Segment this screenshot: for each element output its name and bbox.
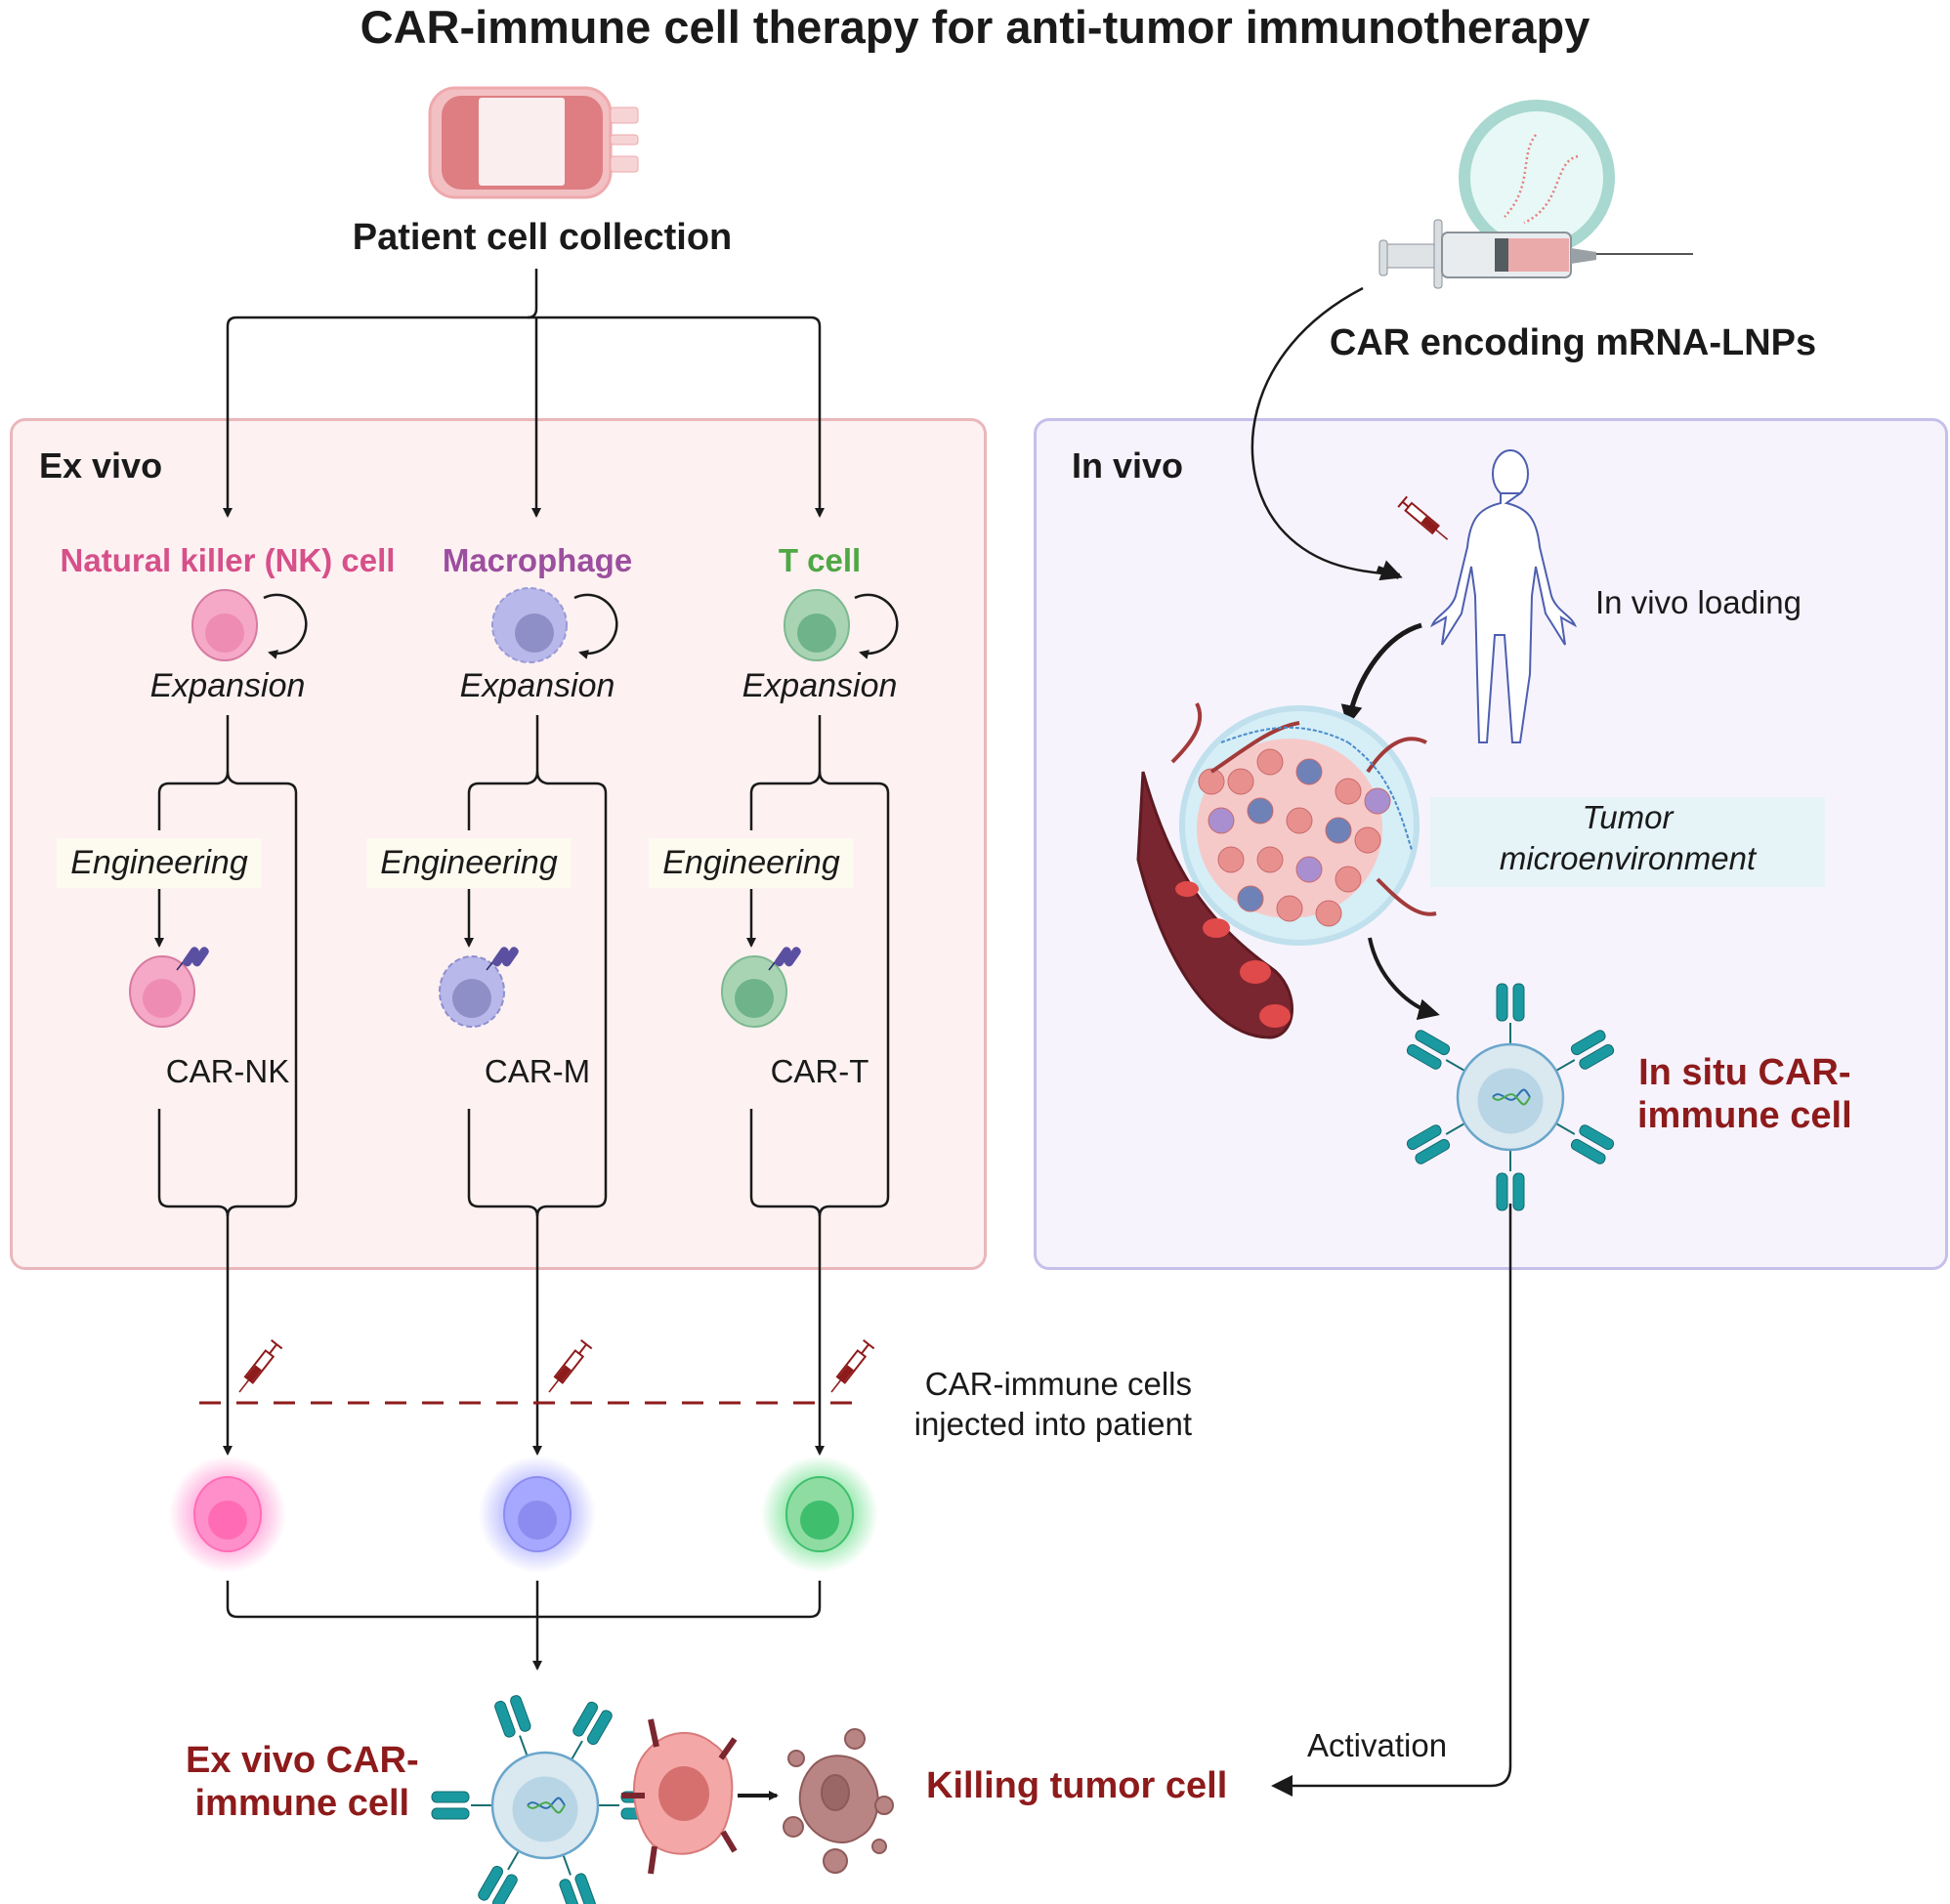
branch-horizontal: [236, 316, 825, 518]
car-label-2: CAR-T: [770, 1053, 869, 1089]
in-vivo-loading-label: In vivo loading: [1595, 584, 1802, 620]
engineering-label-0: Engineering: [57, 838, 262, 888]
ex-vivo-line2: immune cell: [194, 1783, 410, 1824]
expansion-label-0: Expansion: [149, 667, 306, 704]
tme-line1: Tumor: [1582, 799, 1674, 835]
injection-syringe-1-icon: [548, 1339, 593, 1393]
cell-0-icon: [191, 589, 258, 661]
mrna-lnp-icon: [1459, 100, 1615, 256]
car-cell-1-icon: [439, 947, 519, 1028]
injection-syringe-0-icon: [238, 1339, 283, 1393]
target-tumor-cell-icon: [621, 1718, 738, 1875]
collection-stem: [527, 269, 538, 319]
in-situ-line1: In situ CAR-: [1638, 1052, 1851, 1093]
patient-cell-collection-label: Patient cell collection: [352, 217, 733, 258]
blood-bag-icon: [428, 86, 639, 199]
human-body-icon: [1430, 449, 1577, 743]
tumor-microenvironment-label: Tumor microenvironment: [1430, 797, 1825, 887]
cell-type-label-0: Natural killer (NK) cell: [60, 542, 396, 578]
infused-car-cell-1-icon: [479, 1456, 596, 1573]
injection-syringe-2-icon: [830, 1339, 875, 1393]
lnp-label: CAR encoding mRNA-LNPs: [1329, 322, 1817, 363]
injection-line1: CAR-immune cells: [924, 1366, 1192, 1402]
cell-1-icon: [491, 587, 568, 663]
engineering-label-2: Engineering: [649, 838, 854, 888]
expansion-label-2: Expansion: [742, 667, 898, 704]
activation-label: Activation: [1307, 1727, 1448, 1763]
ex-vivo-title: Ex vivo: [39, 445, 163, 486]
injection-label: CAR-immune cells injected into patient: [889, 1364, 1192, 1444]
cell-type-label-2: T cell: [778, 542, 862, 578]
injection-syringe-icon: [1397, 495, 1449, 540]
car-label-0: CAR-NK: [165, 1053, 290, 1089]
in-situ-car-cell-icon: [1406, 983, 1615, 1211]
tme-line2: microenvironment: [1499, 840, 1757, 876]
infused-car-cell-2-icon: [761, 1456, 878, 1573]
cell-type-label-1: Macrophage: [442, 542, 633, 578]
expansion-label-1: Expansion: [459, 667, 615, 704]
figure-title: CAR-immune cell therapy for anti-tumor i…: [360, 1, 1590, 53]
tumor-microenvironment-illustration: [1136, 702, 1437, 1039]
engineering-label-1: Engineering: [366, 838, 572, 888]
ex-vivo-car-cell-label: Ex vivo CAR- immune cell: [186, 1739, 419, 1825]
infused-car-cell-0-icon: [169, 1456, 286, 1573]
killing-tumor-cell-label: Killing tumor cell: [926, 1765, 1228, 1806]
in-vivo-title: In vivo: [1072, 445, 1184, 486]
ex-vivo-line1: Ex vivo CAR-: [186, 1740, 419, 1781]
car-cell-2-icon: [721, 947, 801, 1028]
syringe-icon: [1378, 219, 1693, 289]
car-cell-0-icon: [129, 947, 209, 1028]
injection-line2: injected into patient: [913, 1406, 1192, 1442]
killed-tumor-cell-icon: [783, 1728, 894, 1874]
in-situ-line2: immune cell: [1637, 1095, 1852, 1136]
cell-2-icon: [784, 589, 850, 661]
in-situ-car-cell-label: In situ CAR- immune cell: [1637, 1051, 1852, 1137]
car-label-1: CAR-M: [484, 1053, 591, 1089]
ex-vivo-car-cell-icon: [431, 1695, 659, 1904]
